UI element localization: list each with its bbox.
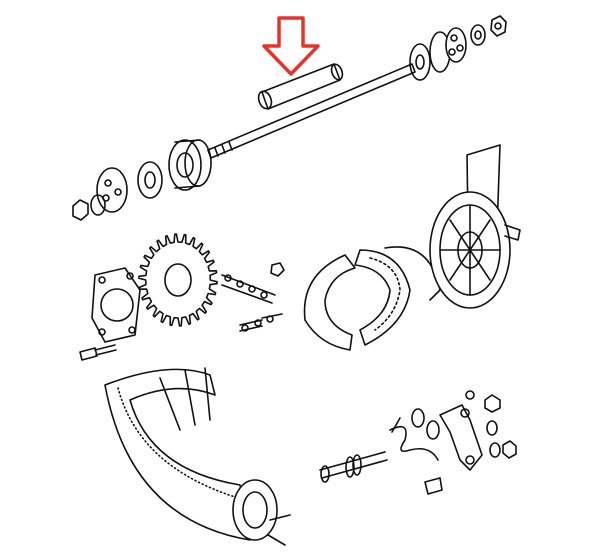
brake-lever-hardware (319, 390, 517, 495)
wheel-rim-and-tire (104, 367, 291, 546)
right-bearing-stack (409, 15, 507, 81)
brake-shoes (303, 246, 441, 351)
sprocket-teeth (138, 233, 218, 327)
sprocket-hub (164, 263, 192, 297)
brake-backing-plate (429, 144, 521, 309)
bolt (79, 344, 117, 361)
down-arrow-icon (262, 16, 320, 76)
sprocket-gasket (91, 267, 141, 343)
axle-spacer-tube (257, 63, 344, 110)
drive-chain-links (221, 262, 285, 332)
rear-sprocket (138, 233, 218, 327)
left-bearing-stack (72, 139, 212, 221)
